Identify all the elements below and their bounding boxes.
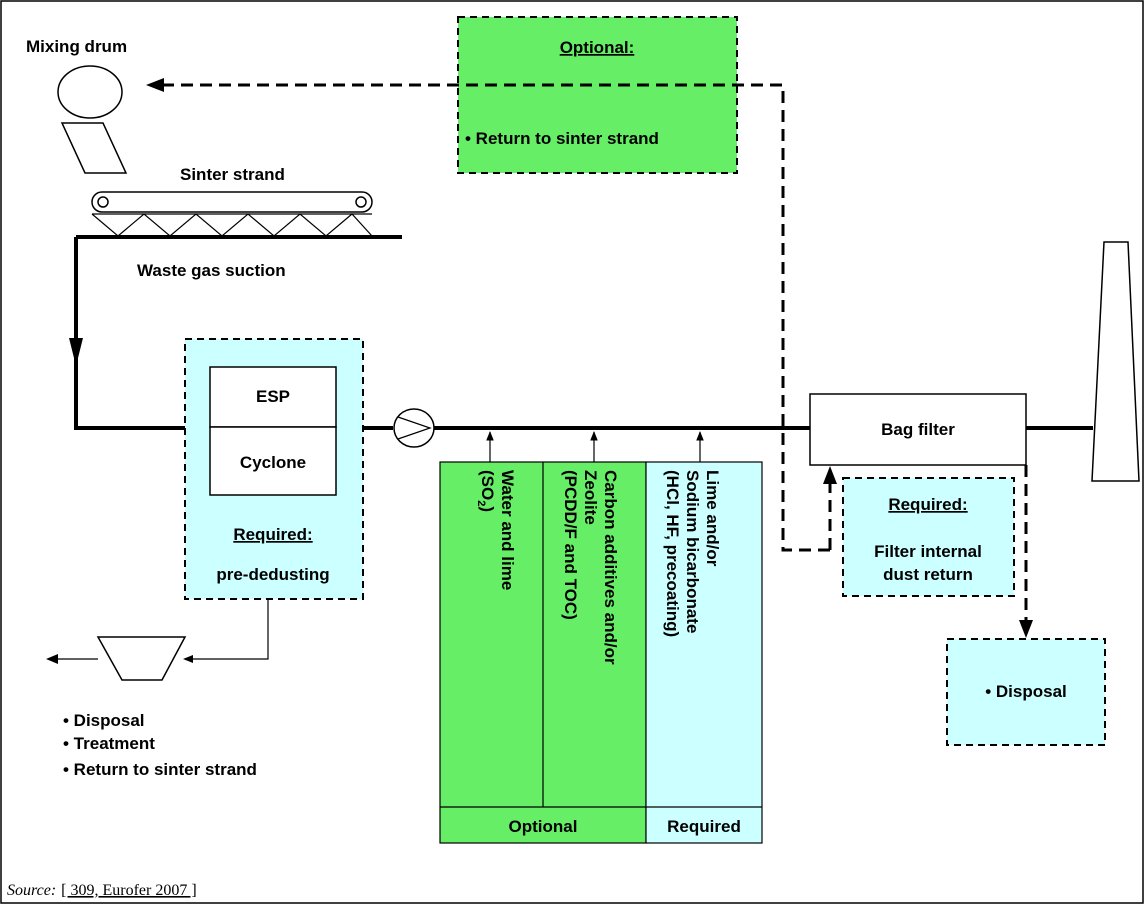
mixing-drum-label: Mixing drum <box>26 37 127 56</box>
additive-carbon-line1: Carbon additives and/or <box>601 470 620 665</box>
filter-internal-required-label: Required: <box>888 495 967 514</box>
recirculation-arrow-left-icon <box>146 78 164 92</box>
additive-carbon-text: Carbon additives and/or Zeolite (PCDD/F … <box>561 470 620 669</box>
dust-fate-item-3: • Return to sinter strand <box>63 760 257 779</box>
dust-fate-item-1: • Disposal <box>63 711 145 730</box>
mixing-drum-chute-icon <box>60 122 128 174</box>
dust-outflow-arrow-icon <box>46 654 58 664</box>
additive-water-lime-text: Water and lime (SO2) <box>475 470 517 595</box>
bag-filter-box <box>809 393 1027 466</box>
filter-internal-label-line1: Filter internal <box>874 542 982 561</box>
recirculation-line <box>162 83 830 552</box>
source-prefix: Source: <box>7 882 56 899</box>
additive-carbon-line2: Zeolite <box>581 470 600 525</box>
additive-water-lime-line2: (SO2) <box>475 470 497 512</box>
additive-lime-sodium-line2: Sodium bicarbonate <box>683 470 702 633</box>
disposal-right-box <box>946 638 1106 746</box>
disposal-right-label: • Disposal <box>985 682 1067 701</box>
source-caption: Source: [ 309, Eurofer 2007 ] <box>7 882 197 899</box>
disposal-arrow-down-icon <box>1019 620 1033 638</box>
cyclone-box <box>209 426 337 496</box>
additive-lime-sodium-text: Lime and/or Sodium bicarbonate (HCl, HF,… <box>663 470 722 638</box>
sinter-strand-label: Sinter strand <box>180 165 285 184</box>
esp-box <box>209 366 337 428</box>
dust-discharge-arrow-in-icon <box>183 655 193 663</box>
optional-return-item: • Return to sinter strand <box>465 129 659 148</box>
dust-hopper-icon <box>96 636 187 681</box>
esp-label: ESP <box>256 387 290 406</box>
additive-lime-sodium-line3: (HCl, HF, precoating) <box>663 470 682 637</box>
additive-required-label: Required <box>667 817 741 836</box>
additive-required-cell <box>645 461 763 844</box>
filter-internal-label-line2: dust return <box>883 565 973 584</box>
bag-filter-label: Bag filter <box>881 420 955 439</box>
sinter-strand-icon <box>91 191 373 237</box>
dust-fate-item-2: • Treatment <box>63 734 155 753</box>
stack-icon <box>1091 241 1140 482</box>
additive-carbon-line3: (PCDD/F and TOC) <box>561 470 580 620</box>
optional-return-box <box>457 16 738 174</box>
source-reference-link[interactable]: [ 309, Eurofer 2007 ] <box>61 882 197 899</box>
optional-return-title: Optional: <box>560 38 635 57</box>
waste-gas-suction-label: Waste gas suction <box>137 261 286 280</box>
cyclone-label: Cyclone <box>240 453 306 472</box>
pre-dedusting-label: pre-dedusting <box>216 565 329 584</box>
recirculation-arrow-up-icon <box>823 466 837 484</box>
pre-dedusting-required-label: Required: <box>233 525 312 544</box>
additive-lime-sodium-line1: Lime and/or <box>703 470 722 567</box>
dust-discharge-line <box>185 599 269 660</box>
fan-icon <box>393 408 435 448</box>
flow-arrow-down-icon <box>69 338 83 366</box>
filter-internal-return-box <box>842 477 1015 597</box>
additive-water-lime-line1: Water and lime <box>498 470 517 590</box>
mixing-drum-icon <box>57 65 123 119</box>
additive-optional-label: Optional <box>509 817 578 836</box>
